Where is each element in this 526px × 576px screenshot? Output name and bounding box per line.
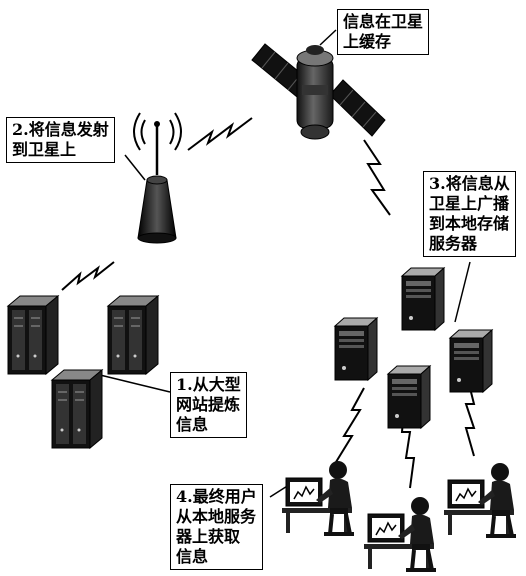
tower-server-icon (387, 365, 431, 429)
user-at-computer-icon (362, 495, 438, 574)
label-extract-from-websites: 1.从大型 网站提炼 信息 (170, 372, 247, 438)
server-rack-icon (51, 369, 103, 449)
connector-broadcast (454, 261, 471, 323)
connector-extract (99, 374, 171, 393)
user-at-computer-icon (280, 459, 356, 538)
label-broadcast-to-local: 3.将信息从 卫星上广播 到本地存储 服务器 (423, 171, 516, 257)
satellite-icon (251, 43, 386, 140)
connector-uplink (124, 154, 146, 181)
connector-cache (319, 29, 337, 46)
server-rack-icon (107, 295, 159, 375)
label-end-user-fetch: 4.最终用户 从本地服务 器上获取 信息 (170, 484, 263, 570)
tower-server-icon (334, 317, 378, 381)
antenna-tower-icon (133, 112, 182, 244)
tower-server-icon (449, 329, 493, 393)
lightning-link-icon (335, 387, 365, 463)
lightning-link-icon (61, 261, 115, 291)
tower-server-icon (401, 267, 445, 331)
server-rack-icon (7, 295, 59, 375)
user-at-computer-icon (442, 461, 518, 540)
label-cache-on-satellite: 信息在卫星 上缓存 (337, 9, 430, 55)
lightning-link-icon (363, 139, 391, 216)
label-uplink-to-satellite: 2.将信息发射 到卫星上 (6, 117, 115, 163)
lightning-link-icon (187, 117, 253, 151)
lightning-link-icon (464, 379, 476, 457)
